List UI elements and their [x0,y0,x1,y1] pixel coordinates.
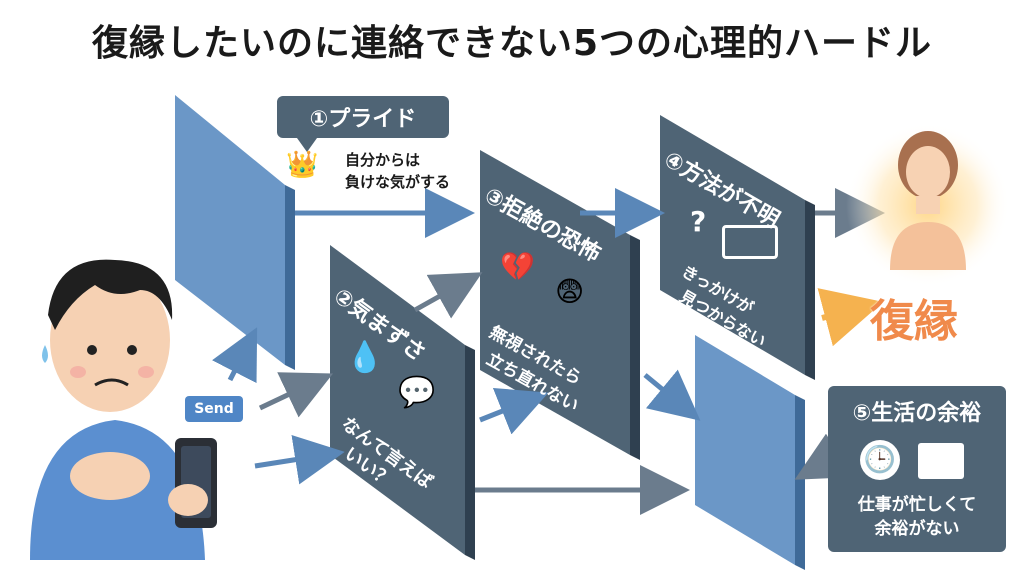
page-title: 復縁したいのに連絡できない5つの心理的ハードル [91,23,933,64]
man-illustration [30,259,217,560]
wall-3 [480,150,640,460]
wall-2 [330,245,475,560]
target-person [846,123,1010,287]
scared-face-icon: 😨 [555,275,585,308]
hurdle-5-card [828,386,1006,552]
crown-icon: 👑 [286,150,319,180]
goal-label: 復縁 [870,296,958,347]
paper-stack-icon [918,443,964,479]
water-drop-icon: 💧 [346,340,384,375]
broken-heart-icon: 💔 [500,250,535,283]
wall-4 [660,115,815,380]
wall-5 [695,335,805,570]
hurdle-1-label: ①プライド [277,96,449,152]
hurdle-1-text-line2: 負けな気がする [345,173,451,191]
send-badge: Send [185,396,243,422]
hurdle-5-label: ⑤生活の余裕 [852,401,982,426]
hurdle-1-text-line1: 自分からは [345,151,421,169]
message-box-icon [722,225,778,259]
clock-icon: 🕒 [860,440,900,480]
hurdle-5-text-line2: 余裕がない [874,519,960,539]
wall-1 [175,95,295,370]
speech-bubble-icon: 💬 [398,375,436,410]
hurdle-5-text-line1: 仕事が忙しくて [857,495,977,515]
question-icon: ? [690,205,707,238]
